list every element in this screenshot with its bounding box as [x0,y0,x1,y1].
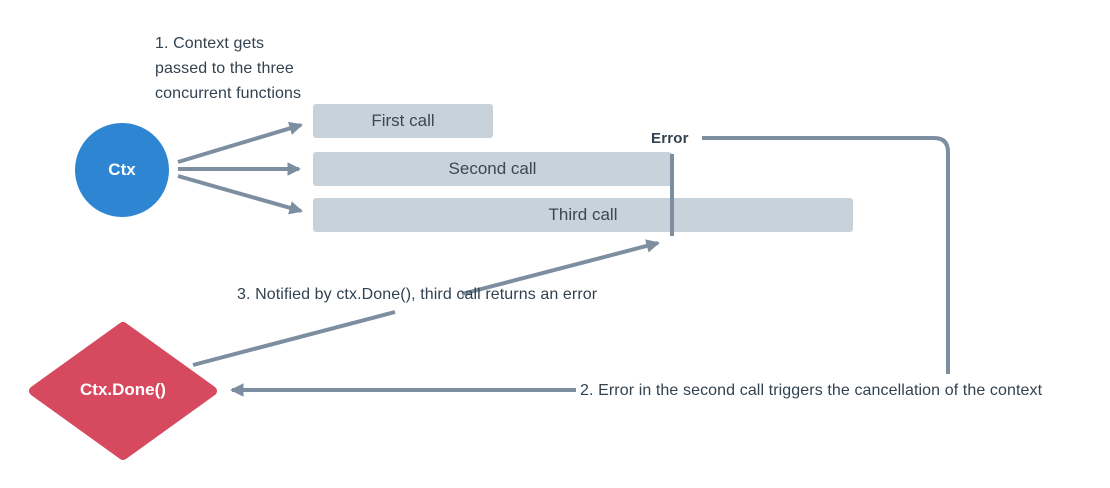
arrow-notify-third-call-head-icon [461,239,660,296]
annotation-step2: 2. Error in the second call triggers the… [580,382,1043,399]
first-call-bar: First call [313,104,493,138]
third-call-label: Third call [548,205,618,224]
ctx-done-node [29,322,217,460]
arrow-ctx-to-third-call-icon [177,174,303,215]
first-call-label: First call [371,111,435,130]
annotation-step3: 3. Notified by ctx.Done(), third call re… [237,286,598,303]
arrow-notify-third-call-icon [192,310,396,367]
ctx-done-node-label: Ctx.Done() [80,380,166,399]
ctx-node: Ctx [75,123,169,217]
error-connector-line [702,136,950,374]
ctx-node-label: Ctx [108,160,136,179]
second-call-bar: Second call [313,152,672,186]
error-label: Error [651,130,689,147]
second-call-label: Second call [448,159,537,178]
third-call-bar: Third call [313,198,853,232]
arrow-ctx-to-first-call-icon [177,121,303,164]
annotation-step1: 1. Context gets passed to the three conc… [155,35,302,102]
